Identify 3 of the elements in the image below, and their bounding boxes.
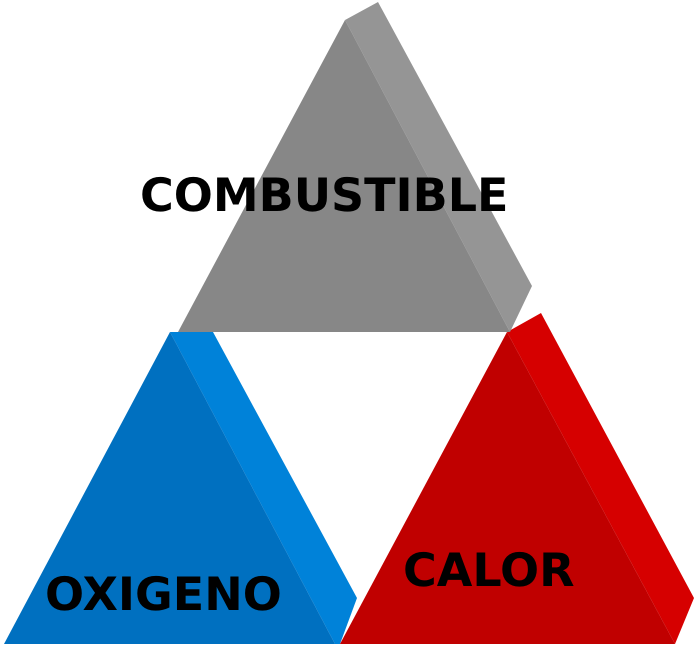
triangle-label: CALOR — [403, 547, 575, 593]
triangle-label: OXIGENO — [45, 571, 282, 617]
triangle-prism — [338, 311, 695, 646]
